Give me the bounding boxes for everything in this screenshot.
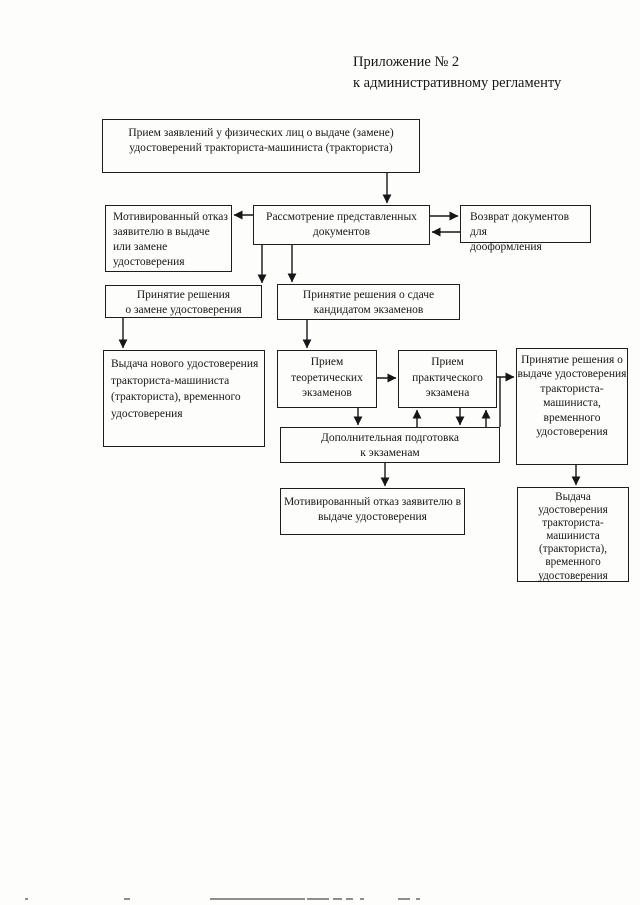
scan-artifact bbox=[333, 898, 342, 900]
flow-node-practice-exam: Прием практического экзамена bbox=[398, 350, 497, 408]
scan-artifact bbox=[210, 898, 305, 900]
appendix-header: Приложение № 2 к административному регла… bbox=[353, 54, 562, 91]
scan-artifact bbox=[398, 898, 410, 900]
scan-artifact bbox=[124, 898, 130, 900]
flow-node-return-documents: Возврат документов для дооформления bbox=[460, 205, 591, 253]
flow-node-issue-new-license: Выдача нового удостоверения тракториста-… bbox=[103, 350, 265, 447]
flow-node-intake: Прием заявлений у физических лиц о выдач… bbox=[102, 119, 420, 173]
scan-artifact bbox=[346, 898, 353, 900]
flow-node-decision-replace: Принятие решения о замене удостоверения bbox=[105, 285, 262, 318]
flow-node-refusal-initial: Мотивированный отказ заявителю в выдаче … bbox=[105, 205, 232, 272]
scan-artifact bbox=[25, 898, 28, 900]
flow-node-refusal-final: Мотивированный отказ заявителю в выдаче … bbox=[280, 488, 465, 535]
flow-node-issue-license: Выдача удостоверения тракториста- машини… bbox=[517, 487, 629, 582]
flow-node-review-documents: Рассмотрение представленных документов bbox=[253, 205, 430, 245]
flow-node-decision-exams: Принятие решения о сдаче кандидатом экза… bbox=[277, 284, 460, 320]
flow-node-decision-issue-license: Принятие решения о выдаче удостоверения … bbox=[516, 348, 628, 465]
scan-artifact bbox=[416, 898, 420, 900]
flow-node-theory-exam: Прием теоретических экзаменов bbox=[277, 350, 377, 408]
flow-node-additional-preparation: Дополнительная подготовка к экзаменам bbox=[280, 427, 500, 463]
scan-artifact bbox=[360, 898, 364, 900]
scan-artifact bbox=[307, 898, 329, 900]
